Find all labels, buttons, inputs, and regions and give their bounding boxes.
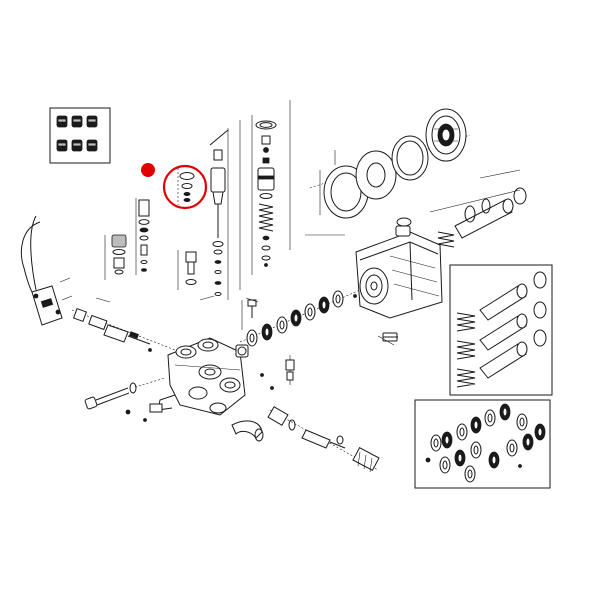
pump-crankcase[interactable] — [355, 217, 443, 346]
mounting-bolt[interactable] — [84, 377, 166, 410]
seal-kit-inset[interactable] — [414, 399, 551, 489]
o-ring-set-highlighted[interactable] — [177, 168, 195, 205]
injector-column[interactable] — [177, 250, 197, 290]
leader-lines — [95, 150, 521, 303]
plunger-kit-row-1 — [456, 271, 547, 332]
plunger-kit-inset[interactable] — [449, 264, 553, 396]
valve-kit-parts — [56, 115, 98, 152]
pump-manifold[interactable] — [157, 337, 246, 416]
valve-cap-column[interactable] — [104, 234, 127, 280]
highlight-circle — [162, 164, 208, 210]
plunger-springs[interactable] — [437, 187, 527, 248]
gauge-fitting[interactable] — [235, 344, 295, 390]
outlet-elbow[interactable] — [125, 403, 264, 442]
seal-kit-parts — [425, 403, 546, 483]
bearing-seal-discs[interactable] — [309, 108, 471, 219]
unloader-spring-column[interactable] — [251, 100, 291, 275]
outlet-fitting-assembly[interactable] — [267, 406, 380, 473]
plunger-kit-row-2 — [456, 301, 547, 360]
highlight-marker — [141, 163, 208, 210]
unloader-valve-stack[interactable] — [209, 120, 241, 300]
inlet-fitting-assembly[interactable] — [71, 307, 176, 352]
plunger-kit-row-3 — [456, 329, 547, 388]
pressure-switch[interactable] — [20, 215, 73, 326]
valve-kit-inset[interactable] — [49, 107, 111, 164]
highlight-dot — [141, 163, 155, 177]
check-valve-column[interactable] — [135, 198, 150, 275]
seal-kit-row[interactable] — [239, 289, 361, 347]
